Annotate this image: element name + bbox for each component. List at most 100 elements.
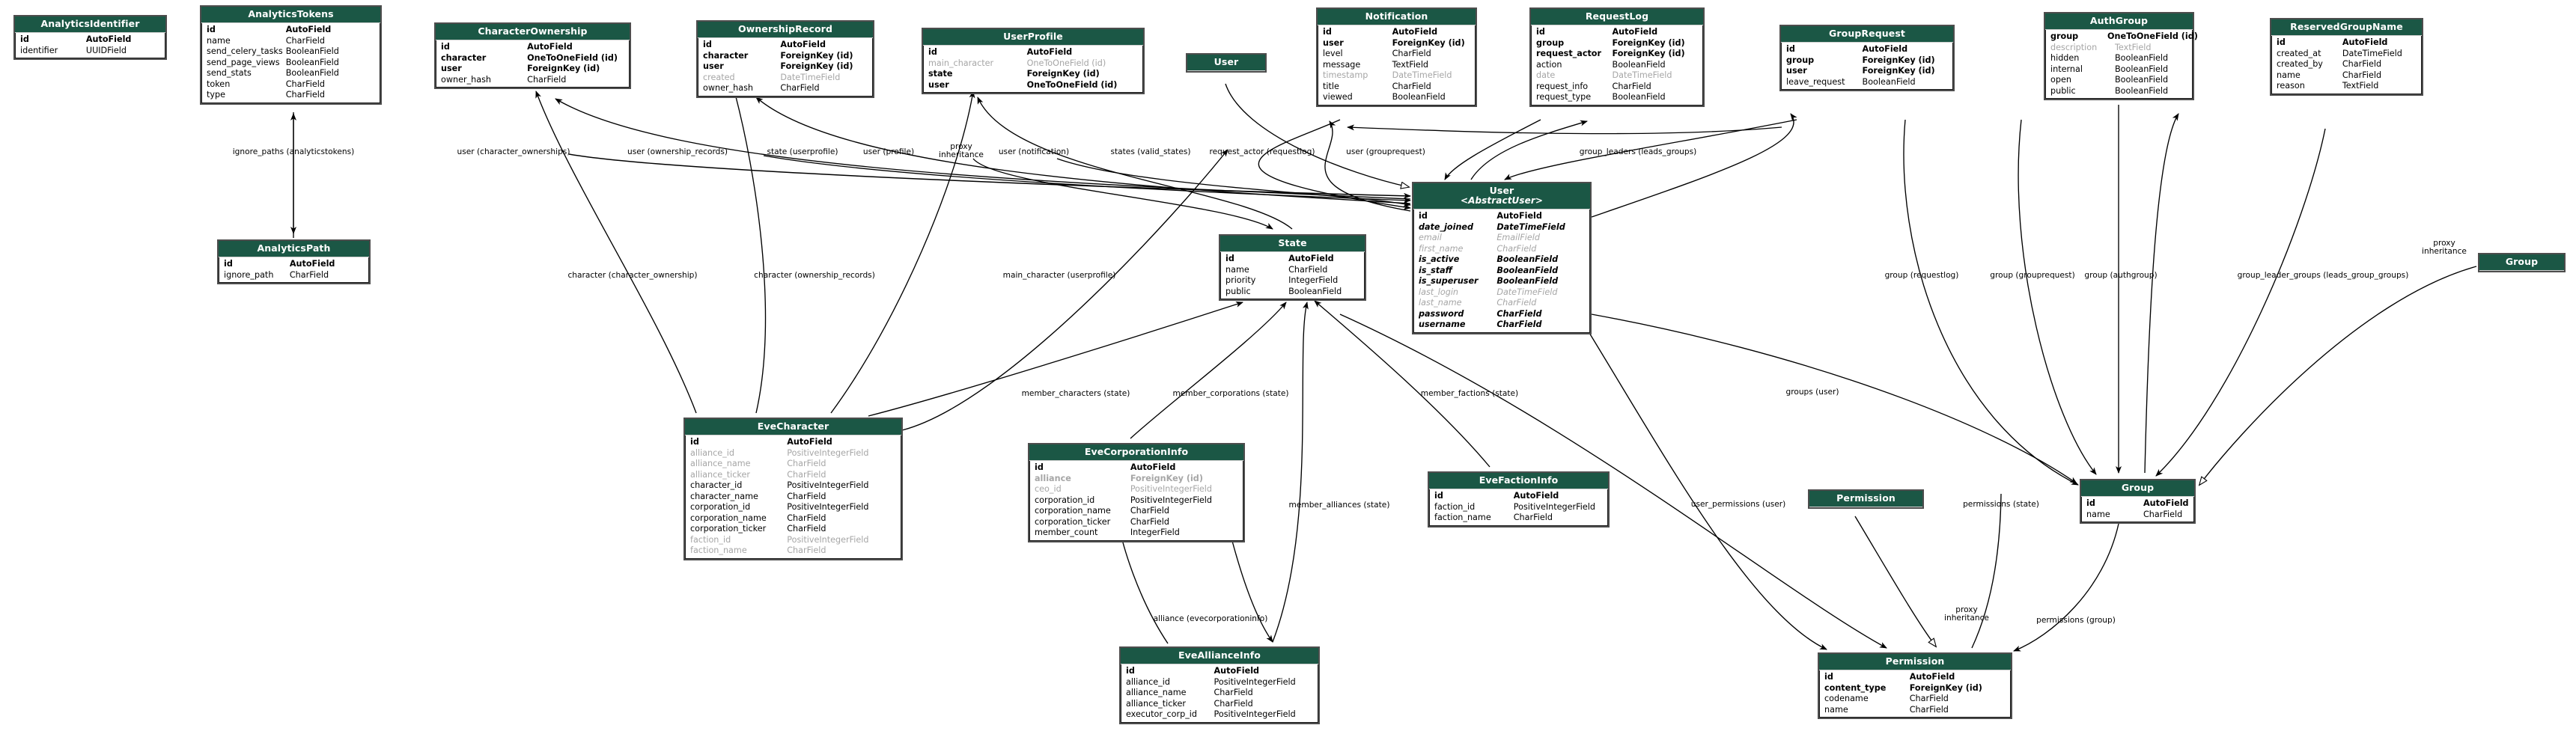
entity-title: Group — [2479, 254, 2564, 271]
entity-user[interactable]: User — [1186, 53, 1267, 73]
field-name: level — [1323, 49, 1343, 58]
entity-permission[interactable]: Permission — [1808, 489, 1924, 509]
field-name: group — [1536, 37, 1565, 48]
field-type: CharField — [787, 491, 826, 501]
field-type: DateTimeField — [780, 72, 841, 82]
field-name: character — [703, 50, 749, 61]
field-name: id — [1225, 254, 1234, 263]
field-name: date — [1536, 70, 1556, 80]
field-type: CharField — [1288, 264, 1328, 275]
field-name: password — [1419, 308, 1464, 319]
entity-title: CharacterOwnership — [436, 24, 630, 40]
field-name: viewed — [1323, 92, 1353, 102]
field-name: executor_corp_id — [1126, 709, 1198, 719]
field-type: CharField — [285, 79, 325, 89]
edge-label: main_character (userprofile) — [1002, 271, 1116, 280]
field-name: request_type — [1536, 92, 1592, 102]
entity-title: Permission — [1819, 654, 2011, 670]
field-type: CharField — [1392, 49, 1431, 58]
entity-title: UserProfile — [923, 29, 1143, 46]
field-type: PositiveIntegerField — [1130, 484, 1213, 494]
field-type: AutoField — [787, 437, 832, 447]
field-name: corporation_ticker — [690, 524, 767, 533]
field-type: AutoField — [1288, 254, 1334, 263]
field-name: faction_id — [1434, 501, 1476, 512]
field-name: hidden — [2050, 53, 2080, 63]
field-name: user — [441, 64, 462, 73]
field-name: ignore_path — [224, 269, 274, 280]
field-name: timestamp — [1323, 70, 1368, 80]
field-name: email — [1419, 233, 1442, 243]
field-name: first_name — [1419, 243, 1464, 254]
edge-label: character (ownership_records) — [754, 271, 875, 280]
entity-group[interactable]: Group — [2478, 253, 2566, 272]
field-name: name — [1225, 264, 1249, 275]
field-type: CharField — [527, 74, 567, 85]
field-type: CharField — [1496, 298, 1537, 308]
field-name: alliance_name — [690, 459, 751, 468]
field-name: id — [224, 259, 233, 269]
field-name: priority — [1225, 275, 1256, 285]
field-type: AutoField — [1909, 672, 1955, 682]
entity-title: User — [1187, 55, 1265, 71]
field-name: owner_hash — [703, 83, 754, 93]
field-name: id — [1419, 211, 1428, 221]
field-type: BooleanField — [2115, 64, 2169, 74]
field-type: PositiveIntegerField — [787, 447, 869, 458]
edge-label: user (profile) — [862, 147, 915, 156]
field-type: OneToOneField (id) — [1026, 58, 1106, 68]
field-name: id — [1786, 44, 1795, 54]
field-type: AutoField — [1612, 27, 1658, 37]
edge-label: member_characters (state) — [1021, 389, 1130, 398]
field-name: is_active — [1419, 254, 1460, 265]
entity-name: Permission — [1836, 492, 1896, 504]
field-name: identifier — [20, 45, 58, 55]
entity-title: Notification — [1318, 9, 1476, 25]
field-type: CharField — [1513, 513, 1553, 522]
field-name: is_staff — [1419, 265, 1452, 275]
entity-title: ReservedGroupName — [2271, 19, 2422, 36]
field-type: BooleanField — [2115, 75, 2169, 85]
